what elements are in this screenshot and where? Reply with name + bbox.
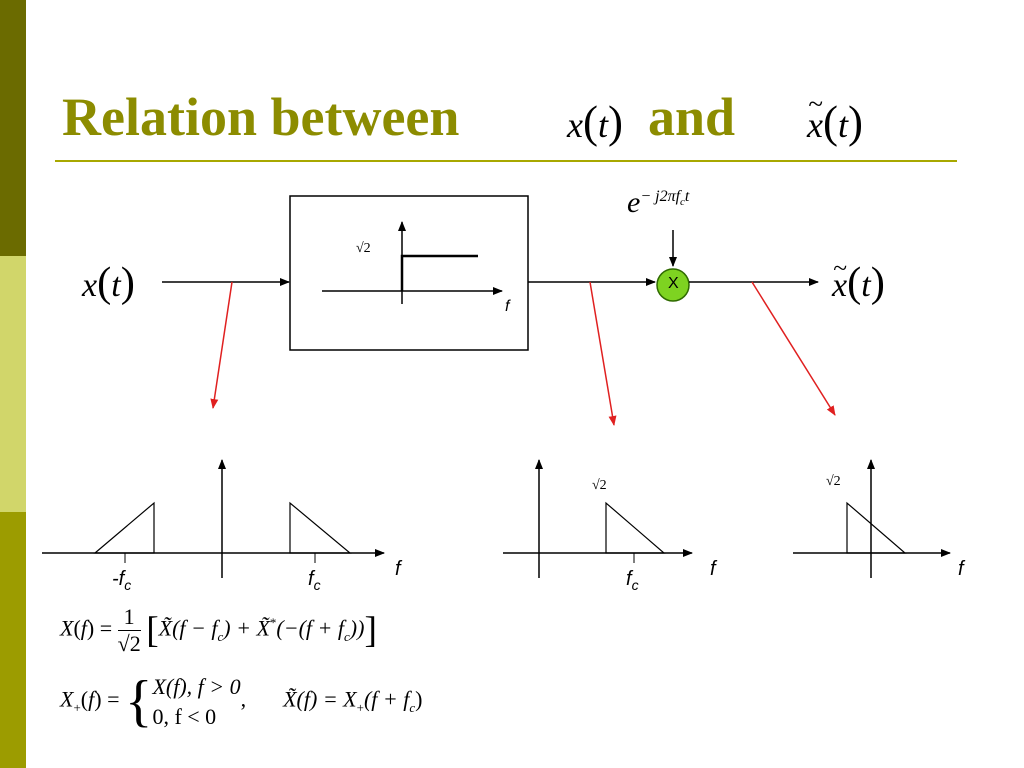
- left-spectrum-positive-lobe: [289, 501, 352, 554]
- sidebar-band-bottom: [0, 512, 26, 768]
- left-spectrum-negative-lobe: [93, 501, 155, 554]
- mid-fc-label: fc: [626, 568, 639, 593]
- carrier-label: e− j2πfct: [627, 186, 690, 219]
- sidebar-band-middle: [0, 256, 26, 512]
- mid-spectrum-lobe: [605, 501, 666, 554]
- sidebar-band-top: [0, 0, 26, 256]
- mid-spectrum-axis-label: f: [710, 558, 716, 580]
- left-pos-fc-label: fc: [308, 568, 321, 593]
- filter-box: [289, 195, 529, 351]
- mixer-circle: [656, 268, 690, 302]
- pointer-analytic-spectrum: [589, 281, 617, 426]
- right-spectrum-gain-label: √2: [826, 474, 841, 489]
- mid-spectrum-gain-label: √2: [592, 478, 607, 493]
- title-symbol-x-tilde: x(t): [807, 89, 863, 148]
- filter-gain-label: √2: [356, 241, 371, 256]
- slide-title-and: and: [648, 87, 736, 147]
- right-spectrum-lobe: [846, 501, 907, 554]
- output-signal-label: x(t): [832, 253, 885, 307]
- right-spectrum-axis-label: f: [958, 558, 964, 580]
- filter-axis-label: f: [505, 298, 510, 315]
- filter-step-response: [400, 254, 478, 291]
- title-symbol-x: x(t): [567, 97, 623, 147]
- pointer-input-spectrum: [210, 281, 233, 409]
- input-signal-label: x(t): [82, 259, 135, 306]
- slide-title: Relation between: [62, 87, 460, 147]
- title-underline: [55, 160, 957, 162]
- pointer-baseband-spectrum: [751, 281, 836, 416]
- left-neg-fc-label: -fc: [112, 568, 132, 593]
- equation-spectrum-relation: X(f) = 1√2 [X̃(f − fc) + X̃*(−(f + fc))]: [60, 604, 377, 656]
- left-spectrum-axis-label: f: [395, 558, 401, 580]
- mixer-symbol: X: [668, 275, 679, 292]
